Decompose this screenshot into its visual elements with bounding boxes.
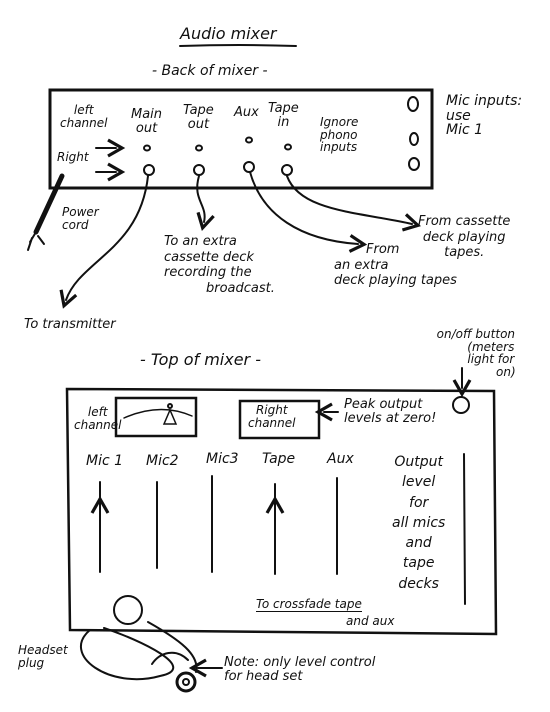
top-panel	[65, 387, 498, 636]
slider-track-output	[463, 453, 466, 605]
page-title: Audio mixer	[180, 24, 277, 43]
headset-knob	[113, 595, 143, 625]
slider-label-aux: Aux	[327, 451, 354, 467]
jack-tapein-right	[281, 164, 293, 176]
power-cord	[33, 173, 65, 235]
from-extra-deck-line	[249, 171, 368, 253]
to-transmitter-label: To transmitter	[24, 317, 116, 332]
to-cassette-line	[196, 175, 215, 231]
back-panel	[48, 88, 434, 190]
aux-label: Aux	[234, 105, 259, 120]
crossfade-label: To crossfade tape and aux	[256, 597, 395, 628]
jack-main-right	[143, 164, 155, 176]
jack-aux-left	[245, 136, 253, 144]
mic-jack-3	[408, 157, 420, 171]
slider-label-mic3: Mic3	[206, 451, 239, 467]
top-heading: - Top of mixer -	[140, 350, 261, 369]
jack-aux-right	[243, 161, 255, 173]
slider-label-mic1: Mic 1	[86, 453, 124, 469]
title-underline	[179, 44, 297, 47]
jack-tapeout-left	[195, 144, 203, 152]
onoff-button	[452, 396, 470, 414]
back-heading: - Back of mixer -	[152, 63, 268, 79]
left-meter	[114, 396, 198, 438]
back-right-label: Right	[57, 150, 89, 164]
jack-main-left	[143, 144, 151, 152]
onoff-label: on/off button (meters light for on)	[436, 327, 516, 379]
headset-cable	[80, 627, 175, 681]
to-transmitter-line	[59, 175, 149, 309]
jack-tapeout-right	[193, 164, 205, 176]
jack-tapein-left	[284, 143, 292, 151]
mic-jack-2	[409, 132, 419, 146]
headset-earpiece	[175, 671, 197, 693]
mic-jack-1	[407, 96, 419, 112]
slider-label-mic2: Mic2	[146, 453, 179, 469]
slider-label-tape: Tape	[262, 451, 296, 467]
from-cassette-line	[286, 175, 421, 232]
